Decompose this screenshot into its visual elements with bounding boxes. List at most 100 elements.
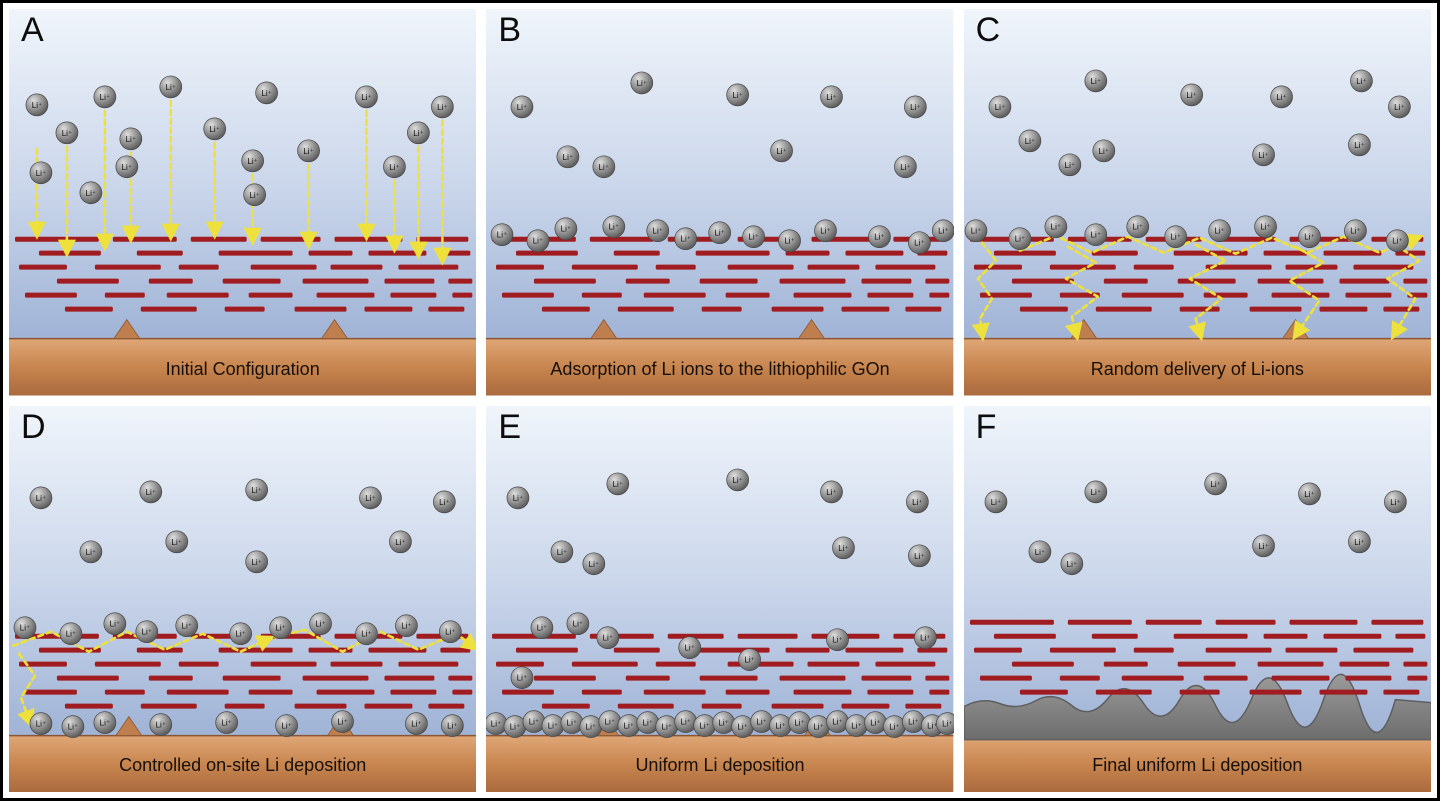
panel-c-scene: Li⁺Li⁺Li⁺Li⁺Li⁺Li⁺Li⁺Li⁺Li⁺Li⁺Li⁺Li⁺Li⁺L… [963, 9, 1431, 396]
li-ion-sphere [389, 529, 412, 553]
li-ion-sphere [526, 229, 550, 253]
gon-flake [1323, 250, 1382, 256]
li-ion: Li⁺ [738, 647, 762, 671]
li-ion-label: Li⁺ [1132, 223, 1142, 232]
li-ion-sphere [1028, 539, 1051, 563]
gon-flake [845, 647, 904, 653]
li-ion: Li⁺ [522, 709, 546, 733]
gon-flake [516, 647, 579, 653]
gon-flake [166, 292, 229, 298]
li-ion-sphere [29, 161, 53, 185]
gon-flake [1091, 250, 1138, 256]
gon-flake [316, 292, 375, 298]
li-ion-label: Li⁺ [777, 147, 787, 156]
gon-flake [1067, 619, 1132, 625]
li-ion-sphere [1297, 225, 1321, 249]
li-ion-label: Li⁺ [875, 233, 885, 242]
gon-flake [1215, 236, 1276, 242]
gon-flake [64, 306, 113, 312]
li-ion: Li⁺ [1018, 129, 1041, 153]
li-ion-sphere [726, 468, 750, 491]
li-ion: Li⁺ [964, 219, 987, 243]
li-ion: Li⁺ [630, 71, 654, 95]
gon-flake [1121, 292, 1184, 298]
gon-flake [618, 703, 675, 709]
gon-flake [1177, 661, 1236, 667]
gon-flake [1095, 689, 1152, 695]
li-ion: Li⁺ [1297, 225, 1321, 249]
li-ion-label: Li⁺ [142, 627, 152, 636]
li-ion-sphere [530, 615, 554, 639]
li-ion-label: Li⁺ [681, 235, 691, 244]
gon-flake [1179, 306, 1220, 312]
li-ion-label: Li⁺ [36, 169, 46, 178]
li-ion-label: Li⁺ [533, 237, 543, 246]
li-ion-label: Li⁺ [605, 717, 615, 726]
li-ion-sphere [914, 625, 938, 649]
panel-e-scene: Li⁺Li⁺Li⁺Li⁺Li⁺Li⁺Li⁺Li⁺Li⁺Li⁺Li⁺Li⁺Li⁺L… [486, 405, 954, 792]
li-ion-sphere [510, 665, 534, 689]
gon-flake [534, 675, 597, 681]
li-ion-label: Li⁺ [1090, 487, 1100, 496]
li-ion-sphere [383, 155, 406, 179]
li-ion: Li⁺ [61, 714, 85, 738]
gon-flake [668, 633, 724, 639]
li-ion-label: Li⁺ [510, 722, 520, 731]
li-ion: Li⁺ [119, 127, 143, 151]
li-ion-sphere [674, 227, 698, 251]
gon-flake [94, 264, 161, 270]
gon-flake [614, 647, 661, 653]
li-ion-label: Li⁺ [827, 93, 837, 102]
li-ion: Li⁺ [1044, 215, 1067, 239]
li-ion-label: Li⁺ [497, 231, 507, 240]
li-ion: Li⁺ [395, 613, 418, 637]
li-ion: Li⁺ [1251, 533, 1275, 557]
li-ion-sphere [778, 229, 802, 253]
li-ion-label: Li⁺ [1210, 479, 1220, 488]
gon-flake [364, 703, 413, 709]
li-ion: Li⁺ [275, 713, 298, 737]
gon-flake [785, 647, 830, 653]
li-ion-sphere [405, 711, 428, 735]
li-ion: Li⁺ [255, 81, 278, 105]
li-ion-label: Li⁺ [447, 721, 457, 730]
panel-caption: Random delivery of Li-ions [1090, 358, 1304, 379]
li-ion: Li⁺ [864, 710, 888, 734]
li-ion-label: Li⁺ [599, 163, 609, 172]
panel-caption: Initial Configuration [165, 358, 320, 379]
li-ion-label: Li⁺ [561, 225, 571, 234]
li-ion: Li⁺ [93, 85, 117, 109]
li-ion: Li⁺ [79, 539, 103, 563]
li-ion-label: Li⁺ [365, 493, 375, 502]
gon-flake [330, 661, 383, 667]
li-ion: Li⁺ [245, 478, 268, 501]
li-ion-label: Li⁺ [166, 83, 176, 92]
li-ion-label: Li⁺ [32, 101, 42, 110]
li-ion: Li⁺ [25, 93, 49, 117]
gon-flake [218, 647, 293, 653]
li-ion-label: Li⁺ [909, 717, 919, 726]
gon-flake [779, 278, 846, 284]
li-ion: Li⁺ [826, 709, 850, 733]
panel-letter: B [498, 11, 522, 49]
li-ion-sphere [25, 93, 49, 117]
panel-f: Li⁺Li⁺Li⁺Li⁺Li⁺Li⁺Li⁺Li⁺Li⁺ F Final unif… [963, 405, 1431, 792]
gon-flake [929, 689, 950, 695]
li-ion: Li⁺ [1084, 223, 1107, 247]
gon-flake [38, 647, 101, 653]
li-ion-label: Li⁺ [249, 191, 259, 200]
li-ion: Li⁺ [331, 709, 354, 733]
gon-flake [1263, 250, 1308, 256]
li-ion-sphere [1349, 69, 1373, 93]
gon-flake [250, 264, 317, 270]
gon-flake [94, 661, 161, 667]
li-ion-sphere [139, 480, 163, 503]
li-ion-label: Li⁺ [401, 621, 411, 630]
li-ion-sphere [554, 217, 578, 241]
gon-flake [771, 703, 824, 709]
gon-flake [1205, 264, 1272, 270]
li-ion: Li⁺ [383, 155, 406, 179]
gon-flake [260, 236, 321, 242]
li-ion-label: Li⁺ [251, 485, 261, 494]
li-ion-label: Li⁺ [1258, 541, 1268, 550]
